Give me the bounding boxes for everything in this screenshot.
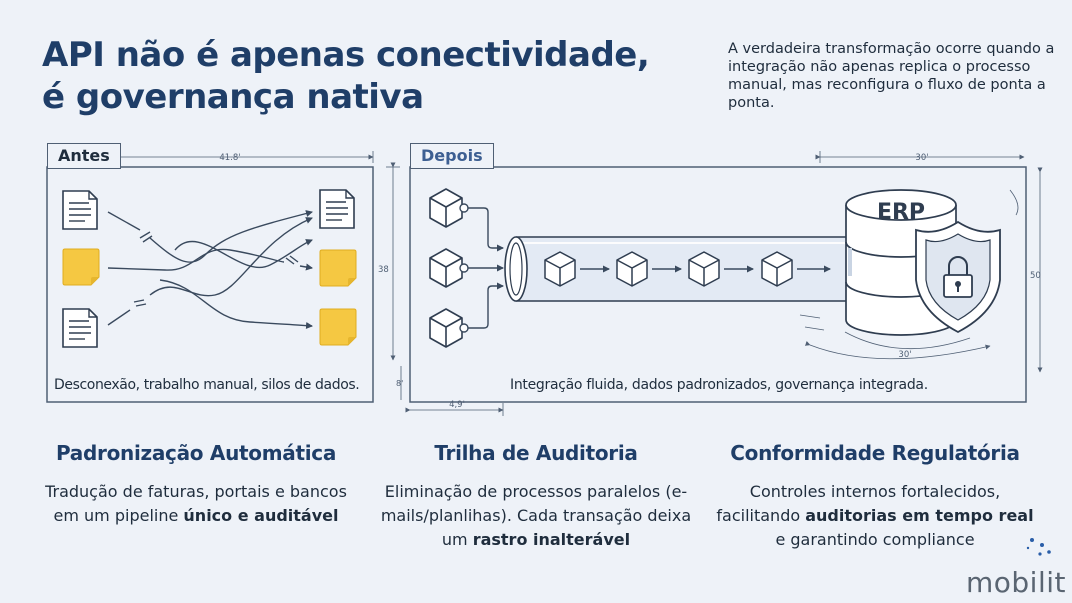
- depois-dim-top: 30': [915, 153, 928, 163]
- feature-text: Controles internos fortalecidos, facilit…: [716, 482, 1034, 549]
- cube-icon: [429, 188, 463, 228]
- cube-icon: [688, 251, 720, 287]
- erp-label: ERP: [877, 200, 925, 225]
- depois-dim-right: 50: [1030, 271, 1041, 281]
- subtitle: A verdadeira transformação ocorre quando…: [728, 41, 1055, 111]
- feature-trilha: Trilha de Auditoria Eliminação de proces…: [376, 440, 696, 552]
- depois-label: Depois: [410, 143, 494, 169]
- antes-dim-right: 38: [378, 265, 389, 275]
- sticky-note-icon: [62, 248, 100, 286]
- cube-icon: [761, 251, 793, 287]
- document-icon: [62, 190, 98, 230]
- document-icon: [62, 308, 98, 348]
- page-title: API não é apenas conectividade, é govern…: [42, 34, 682, 118]
- sticky-note-icon: [319, 308, 357, 346]
- feature-text: Eliminação de processos paralelos (e-mai…: [380, 482, 692, 549]
- feature-title: Trilha de Auditoria: [434, 441, 638, 465]
- depois-panel: [409, 166, 1027, 403]
- depois-dim-bottom: 4,9': [449, 400, 465, 410]
- cube-icon: [429, 308, 463, 348]
- title-line-2: é governança nativa: [42, 77, 424, 117]
- cube-icon: [429, 248, 463, 288]
- chaotic-connections: [107, 210, 313, 329]
- depois-caption: Integração fluida, dados padronizados, g…: [510, 377, 928, 393]
- input-connectors: [459, 203, 504, 333]
- antes-caption: Desconexão, trabalho manual, silos de da…: [54, 377, 360, 393]
- logo-dots: [1026, 538, 1051, 556]
- document-icon: [319, 189, 355, 229]
- depois-dim-arc: 30': [898, 350, 911, 360]
- feature-conformidade: Conformidade Regulatória Controles inter…: [715, 440, 1035, 552]
- title-line-1: API não é apenas conectividade,: [42, 35, 650, 75]
- antes-label: Antes: [47, 143, 121, 169]
- pipeline-icon: [504, 236, 851, 302]
- feature-title: Padronização Automática: [55, 441, 337, 465]
- depois-dimension-lines: [405, 151, 1043, 416]
- antes-dim-top: 41.8': [219, 153, 240, 163]
- shield-lock-icon: [915, 220, 1001, 334]
- feature-padronizacao: Padronização Automática Tradução de fatu…: [36, 440, 356, 528]
- antes-panel: [46, 166, 374, 403]
- feature-text: Tradução de faturas, portais e bancos em…: [45, 482, 347, 525]
- cube-icon: [616, 251, 648, 287]
- antes-dim-bottom: 8': [396, 379, 403, 388]
- cube-icon: [544, 251, 576, 287]
- brand-logo: mobilit: [966, 566, 1066, 599]
- feature-title: Conformidade Regulatória: [730, 441, 1020, 465]
- sticky-note-icon: [319, 249, 357, 287]
- antes-dimension-lines: [115, 151, 402, 400]
